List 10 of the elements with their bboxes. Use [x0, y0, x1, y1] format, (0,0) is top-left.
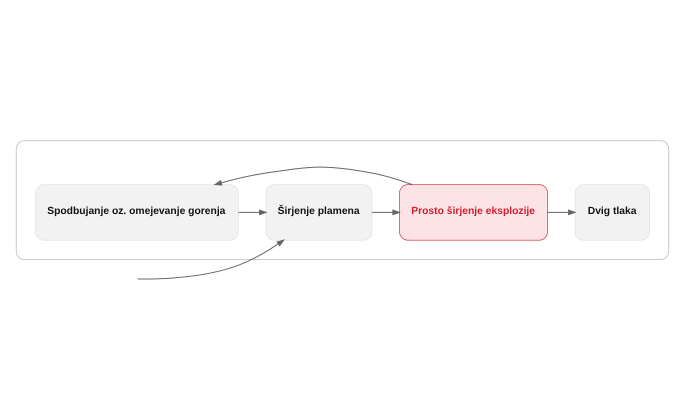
node-box: Širjenje plamena	[266, 184, 372, 240]
arrow	[372, 208, 401, 215]
arrow	[214, 166, 412, 186]
node-box: Dvig tlaka	[574, 184, 650, 240]
node-box: Prosto širjenje eksplozije	[399, 184, 548, 240]
arrow	[138, 238, 286, 279]
node-box: Spodbujanje oz. omejevanje gorenja	[35, 184, 239, 240]
cluster	[16, 140, 670, 260]
arrow	[238, 208, 268, 215]
arrow	[548, 208, 577, 215]
